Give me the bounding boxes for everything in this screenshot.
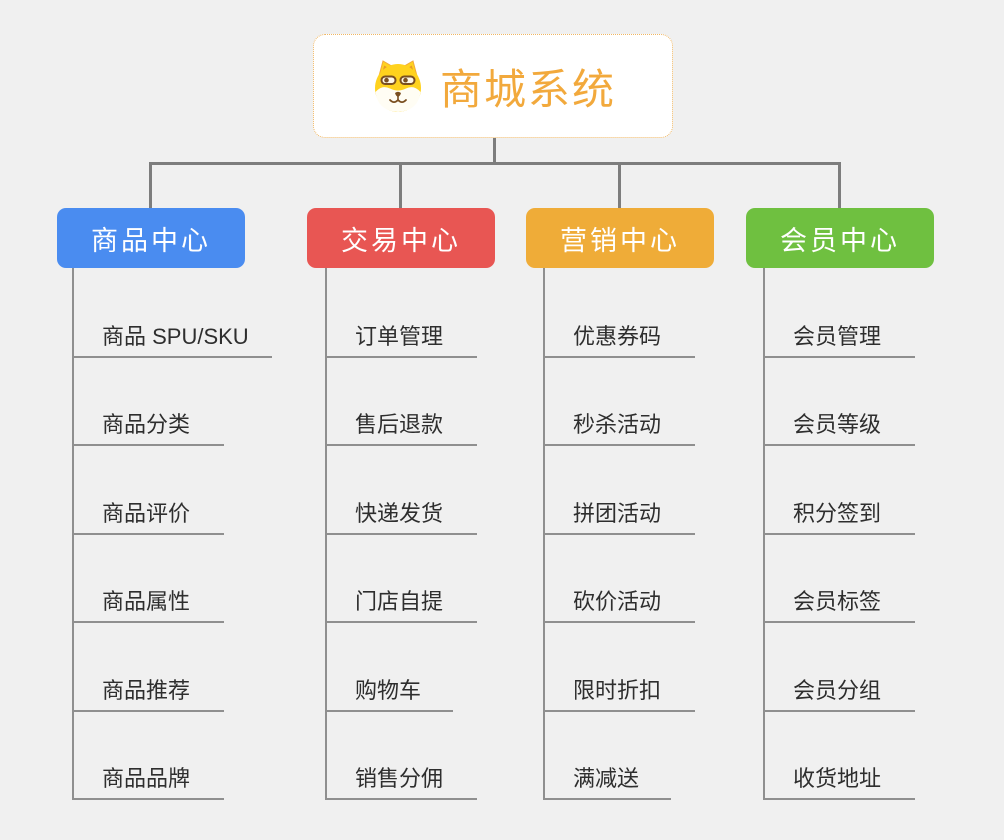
- subtopic-item[interactable]: 门店自提: [325, 585, 477, 623]
- subtopic-item[interactable]: 销售分佣: [325, 762, 477, 800]
- connector-drop-member: [838, 162, 841, 208]
- branch-header-trade-center[interactable]: 交易中心: [307, 208, 495, 268]
- subtopic-item[interactable]: 拼团活动: [543, 497, 695, 535]
- subtopic-item[interactable]: 会员标签: [763, 585, 915, 623]
- connector-drop-marketing: [618, 162, 621, 208]
- subtopic-item[interactable]: 砍价活动: [543, 585, 695, 623]
- subtopic-item[interactable]: 满减送: [543, 762, 671, 800]
- subtopic-item[interactable]: 购物车: [325, 674, 453, 712]
- root-title: 商城系统: [439, 65, 616, 113]
- subtopic-item[interactable]: 商品 SPU/SKU: [72, 320, 272, 358]
- subtopic-item[interactable]: 优惠券码: [543, 320, 695, 358]
- branch-header-product-center[interactable]: 商品中心: [57, 208, 245, 268]
- connector-root-stem: [493, 138, 496, 164]
- subtopic-item[interactable]: 商品评价: [72, 497, 224, 535]
- subtopic-item[interactable]: 商品分类: [72, 408, 224, 446]
- subtopic-item[interactable]: 售后退款: [325, 408, 477, 446]
- subtopic-item[interactable]: 积分签到: [763, 497, 915, 535]
- subtopic-item[interactable]: 会员分组: [763, 674, 915, 712]
- subtopic-item[interactable]: 会员等级: [763, 408, 915, 446]
- shiba-dog-icon: [370, 59, 426, 113]
- connector-horizontal-bar: [149, 162, 841, 165]
- subtopic-item[interactable]: 限时折扣: [543, 674, 695, 712]
- connector-drop-trade: [399, 162, 402, 208]
- branch-header-marketing-center[interactable]: 营销中心: [526, 208, 714, 268]
- connector-drop-product: [149, 162, 152, 208]
- subtopic-item[interactable]: 商品推荐: [72, 674, 224, 712]
- root-node[interactable]: 商城系统: [313, 34, 673, 138]
- subtopic-item[interactable]: 秒杀活动: [543, 408, 695, 446]
- subtopic-item[interactable]: 商品品牌: [72, 762, 224, 800]
- subtopic-item[interactable]: 会员管理: [763, 320, 915, 358]
- subtopic-item[interactable]: 订单管理: [325, 320, 477, 358]
- branch-header-member-center[interactable]: 会员中心: [746, 208, 934, 268]
- subtopic-item[interactable]: 商品属性: [72, 585, 224, 623]
- subtopic-item[interactable]: 收货地址: [763, 762, 915, 800]
- subtopic-item[interactable]: 快递发货: [325, 497, 477, 535]
